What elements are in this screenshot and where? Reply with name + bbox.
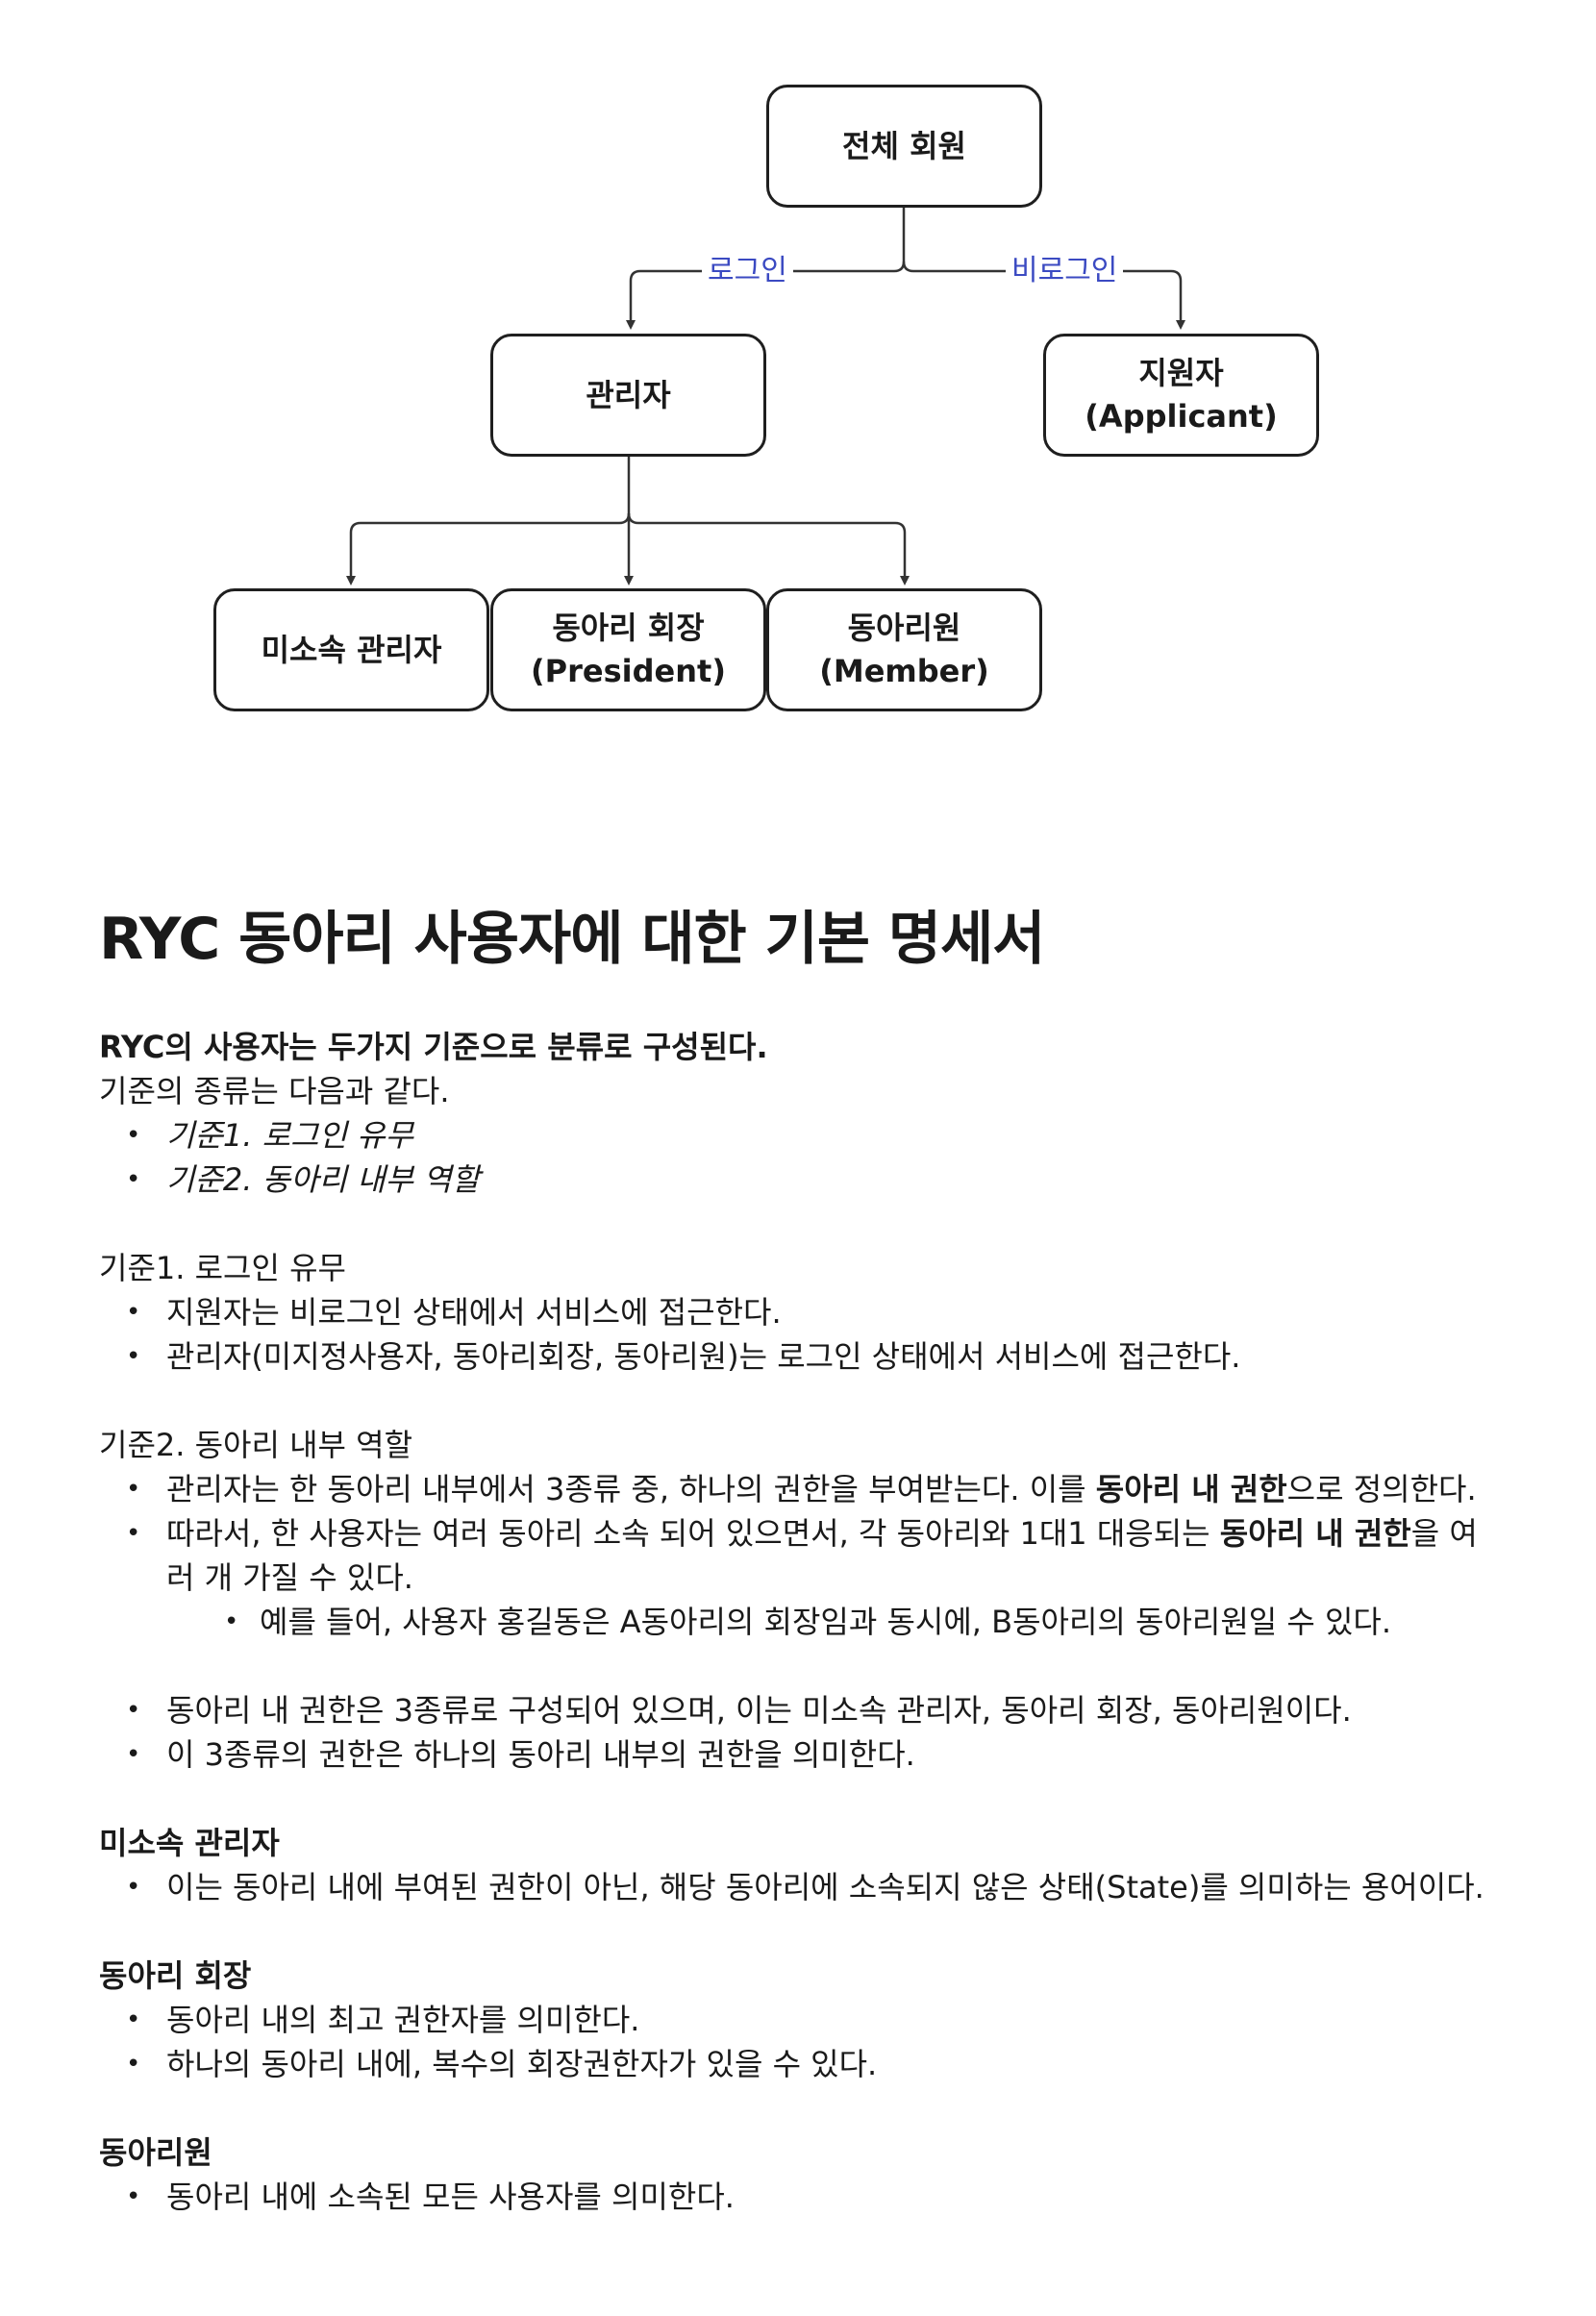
criteria-item: 기준1. 로그인 유무 — [99, 1113, 1493, 1158]
list-item: 동아리 내에 소속된 모든 사용자를 의미한다. — [99, 2175, 1493, 2219]
edge-admin-to-member — [627, 512, 910, 585]
list-item: 하나의 동아리 내에, 복수의 회장권한자가 있을 수 있다. — [99, 2042, 1493, 2086]
node-admin: 관리자 — [490, 334, 766, 457]
member-list: 동아리 내에 소속된 모든 사용자를 의미한다. — [99, 2175, 1493, 2219]
list-item: 지원자는 비로그인 상태에서 서비스에 접근한다. — [99, 1290, 1493, 1334]
edge-label-nonlogin: 비로그인 — [1006, 252, 1124, 290]
node-all-members-label: 전체 회원 — [842, 127, 966, 164]
list-item: 관리자(미지정사용자, 동아리회장, 동아리원)는 로그인 상태에서 서비스에 … — [99, 1334, 1493, 1379]
president-heading: 동아리 회장 — [99, 1957, 252, 1994]
criterion2-list-more: 동아리 내 권한은 3종류로 구성되어 있으며, 이는 미소속 관리자, 동아리… — [99, 1688, 1493, 1777]
node-member-label: 동아리원 — [847, 610, 961, 646]
node-applicant-sublabel: (Applicant) — [1085, 398, 1278, 435]
node-all-members: 전체 회원 — [766, 85, 1042, 208]
intro-text: 기준의 종류는 다음과 같다. — [99, 1073, 450, 1109]
node-member: 동아리원 (Member) — [766, 588, 1042, 711]
node-member-sublabel: (Member) — [819, 653, 989, 689]
intro-bold-text: RYC의 사용자는 두가지 기준으로 분류로 구성된다. — [99, 1029, 768, 1065]
node-president-label: 동아리 회장 — [552, 610, 705, 646]
edge-label-login: 로그인 — [702, 252, 793, 290]
criterion2-heading: 기준2. 동아리 내부 역할 — [99, 1427, 413, 1463]
spec-document: RYC 동아리 사용자에 대한 기본 명세서 RYC의 사용자는 두가지 기준으… — [99, 894, 1493, 2219]
text: 으로 정의한다. — [1286, 1471, 1477, 1507]
node-unaffiliated-admin: 미소속 관리자 — [213, 588, 489, 711]
node-applicant: 지원자 (Applicant) — [1043, 334, 1319, 457]
list-item: 이 3종류의 권한은 하나의 동아리 내부의 권한을 의미한다. — [99, 1732, 1493, 1777]
criteria-list: 기준1. 로그인 유무 기준2. 동아리 내부 역할 — [99, 1113, 1493, 1202]
criteria-item: 기준2. 동아리 내부 역할 — [99, 1158, 1493, 1202]
criterion1-list: 지원자는 비로그인 상태에서 서비스에 접근한다. 관리자(미지정사용자, 동아… — [99, 1290, 1493, 1379]
page-title: RYC 동아리 사용자에 대한 기본 명세서 — [99, 906, 1046, 973]
text: 따라서, 한 사용자는 여러 동아리 소속 되어 있으면서, 각 동아리와 1대… — [166, 1515, 1220, 1552]
role-hierarchy-diagram: 전체 회원 로그인 비로그인 관리자 지원자 (Applicant) 미소속 관… — [0, 0, 1596, 750]
text: 관리자는 한 동아리 내부에서 3종류 중, 하나의 권한을 부여받는다. 이를 — [166, 1471, 1096, 1507]
list-item: 이는 동아리 내에 부여된 권한이 아닌, 해당 동아리에 소속되지 않은 상태… — [99, 1865, 1493, 1909]
list-item: 동아리 내의 최고 권한자를 의미한다. — [99, 1998, 1493, 2042]
edge-root-to-applicant — [902, 261, 1185, 330]
emphasis-text: 동아리 내 권한 — [1219, 1515, 1411, 1552]
node-unaffiliated-label: 미소속 관리자 — [261, 631, 442, 668]
emphasis-text: 동아리 내 권한 — [1095, 1471, 1287, 1507]
node-admin-label: 관리자 — [586, 376, 671, 413]
list-item: 동아리 내 권한은 3종류로 구성되어 있으며, 이는 미소속 관리자, 동아리… — [99, 1688, 1493, 1732]
text: 을 여러 개 가질 수 있다. — [166, 1515, 1478, 1596]
sub-list-item: 예를 들어, 사용자 홍길동은 A동아리의 회장임과 동시에, B동아리의 동아… — [99, 1600, 1493, 1644]
list-item: 관리자는 한 동아리 내부에서 3종류 중, 하나의 권한을 부여받는다. 이를… — [99, 1467, 1493, 1511]
criterion2-list: 관리자는 한 동아리 내부에서 3종류 중, 하나의 권한을 부여받는다. 이를… — [99, 1467, 1493, 1644]
unaffiliated-list: 이는 동아리 내에 부여된 권한이 아닌, 해당 동아리에 소속되지 않은 상태… — [99, 1865, 1493, 1909]
unaffiliated-heading: 미소속 관리자 — [99, 1825, 280, 1861]
criterion1-heading: 기준1. 로그인 유무 — [99, 1250, 346, 1286]
list-item: 따라서, 한 사용자는 여러 동아리 소속 되어 있으면서, 각 동아리와 1대… — [99, 1511, 1493, 1600]
node-president: 동아리 회장 (President) — [490, 588, 766, 711]
president-list: 동아리 내의 최고 권한자를 의미한다. 하나의 동아리 내에, 복수의 회장권… — [99, 1998, 1493, 2086]
edge-admin-to-unaffiliated — [346, 457, 631, 585]
node-applicant-label: 지원자 — [1138, 355, 1224, 391]
node-president-sublabel: (President) — [531, 653, 726, 689]
member-heading: 동아리원 — [99, 2134, 212, 2171]
